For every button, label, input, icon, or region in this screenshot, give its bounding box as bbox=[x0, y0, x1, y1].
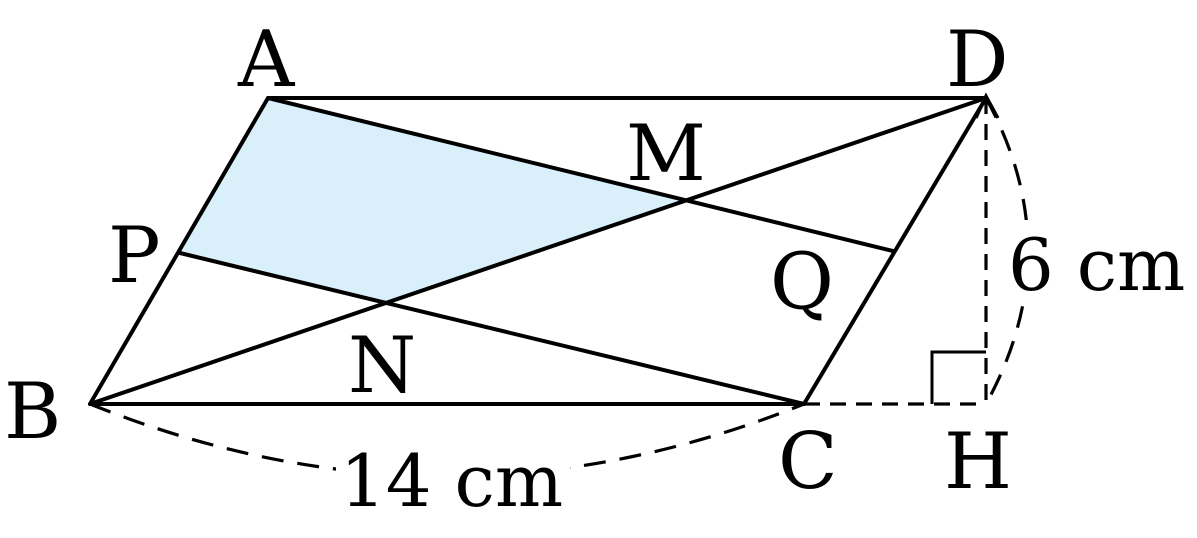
height-measurement: 6 cm bbox=[1008, 223, 1185, 307]
base-measurement: 14 cm bbox=[340, 439, 563, 523]
arrow-head-top bbox=[974, 92, 1000, 119]
diagonal-bd bbox=[88, 96, 988, 406]
label-m: M bbox=[626, 109, 706, 199]
label-c: C bbox=[778, 417, 838, 507]
label-b: B bbox=[4, 367, 61, 457]
height-label-backing bbox=[1006, 220, 1196, 294]
shaded-region-ampn bbox=[180, 98, 686, 301]
label-a: A bbox=[237, 15, 296, 105]
label-n: N bbox=[348, 321, 416, 411]
segment-aq bbox=[266, 96, 895, 253]
segment-pc bbox=[178, 251, 806, 406]
label-q: Q bbox=[770, 237, 834, 327]
base-label-backing bbox=[336, 446, 570, 518]
label-p: P bbox=[108, 211, 160, 301]
right-angle-mark bbox=[930, 350, 986, 404]
label-h: H bbox=[944, 417, 1012, 507]
label-d: D bbox=[946, 15, 1009, 105]
